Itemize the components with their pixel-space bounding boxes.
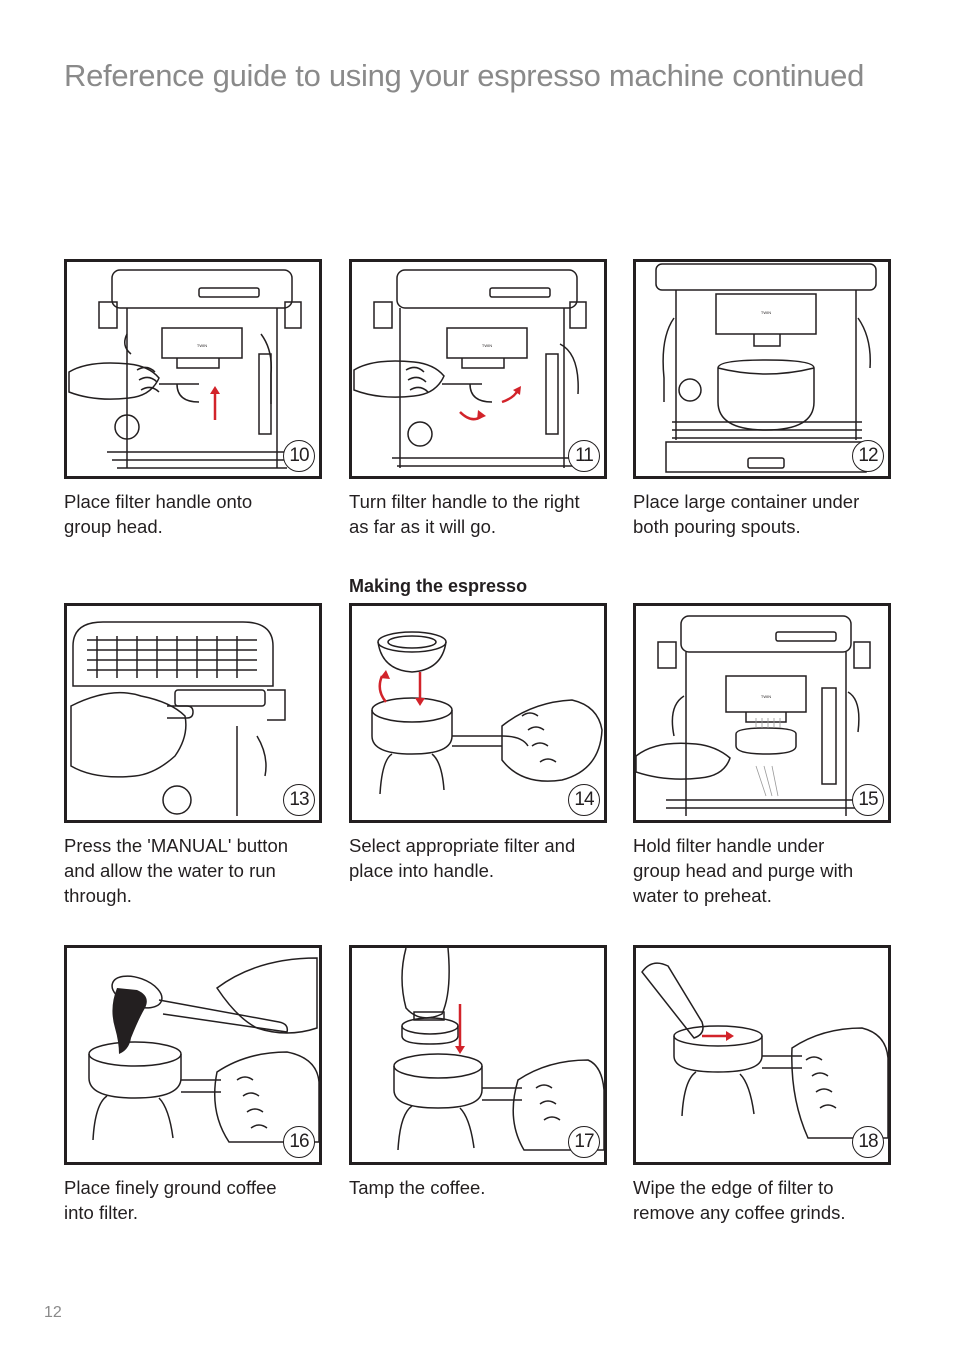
step-number: 10 [283,440,315,472]
step-number: 15 [852,784,884,816]
step-caption: Wipe the edge of filter to remove any co… [633,1177,846,1223]
press-manual-button-icon [70,621,286,816]
step-number: 17 [568,1126,600,1158]
step-illustration: 17 [349,945,607,1165]
step-illustration: TWIN 10 [64,259,322,479]
step-illustration: 13 [64,603,322,823]
svg-text:TWIN: TWIN [482,343,492,348]
step-illustration: 14 [349,603,607,823]
step-illustration: TWIN 15 [633,603,891,823]
step-13: 13 Press the 'MANUAL' button and allow t… [64,603,322,908]
step-number: 13 [283,784,315,816]
purge-water-icon: TWIN [636,615,871,816]
step-15: TWIN 15 Hold filter handle under group h… [633,603,891,908]
step-caption: Press the 'MANUAL' button and allow the … [64,835,289,906]
step-caption: Select appropriate filter and place into… [349,835,576,881]
page-number: 12 [44,1304,62,1321]
step-caption: Place filter handle onto group head. [64,491,253,537]
svg-text:TWIN: TWIN [761,694,771,699]
scoop-coffee-icon [88,957,319,1143]
espresso-machine-attach-handle-icon: TWIN [68,269,302,469]
step-caption: Place large container under both pouring… [633,491,860,537]
step-illustration: TWIN 12 [633,259,891,479]
step-illustration: 16 [64,945,322,1165]
svg-text:TWIN: TWIN [761,310,771,315]
step-14: 14 Select appropriate filter and place i… [349,603,607,883]
step-16: 16 Place finely ground coffee into filte… [64,945,322,1225]
step-11: TWIN 11 Turn filter handle to the right … [349,259,607,539]
step-caption: Hold filter handle under group head and … [633,835,854,906]
step-10: TWIN 10 Place filter handle onto group h… [64,259,322,539]
section-heading: Making the espresso [349,576,528,596]
tamp-coffee-icon [393,948,604,1151]
step-18: 18 Wipe the edge of filter to remove any… [633,945,891,1225]
step-illustration: 18 [633,945,891,1165]
step-number: 16 [283,1126,315,1158]
step-caption: Tamp the coffee. [349,1177,486,1198]
espresso-machine-turn-handle-icon: TWIN [353,269,587,468]
page-title: Reference guide to using your espresso m… [64,58,865,93]
step-caption: Turn filter handle to the right as far a… [349,491,580,537]
filter-into-handle-icon [371,631,603,795]
step-17: 17 Tamp the coffee. [349,945,607,1200]
step-number: 11 [568,440,600,472]
wipe-filter-icon [641,962,888,1139]
step-number: 12 [852,440,884,472]
step-caption: Place finely ground coffee into filter. [64,1177,277,1223]
step-12: TWIN 12 Place large container under both… [633,259,891,539]
espresso-machine-container-icon: TWIN [655,263,877,473]
step-illustration: TWIN 11 [349,259,607,479]
step-number: 14 [568,784,600,816]
svg-text:TWIN: TWIN [197,343,207,348]
step-number: 18 [852,1126,884,1158]
